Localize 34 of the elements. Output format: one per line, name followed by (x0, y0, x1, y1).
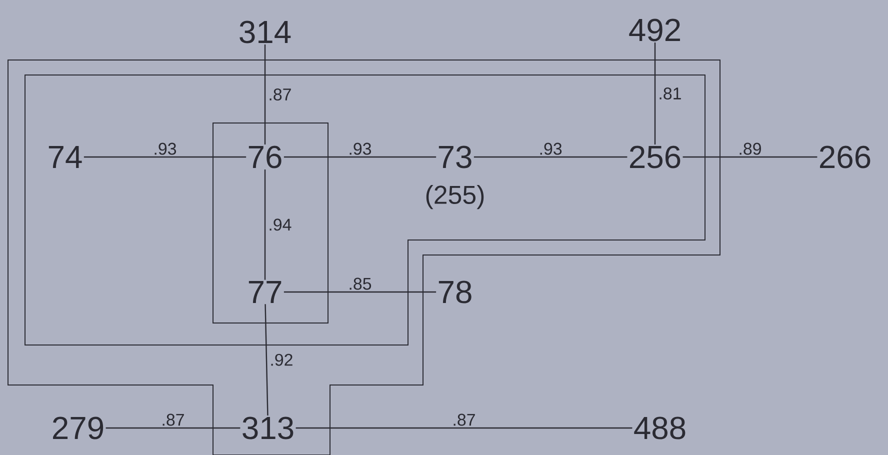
node-number: 256 (630, 146, 680, 168)
edge-label: .89 (737, 142, 763, 156)
connector-line (654, 42, 656, 144)
node-number: 77 (248, 281, 282, 303)
connector-line (284, 156, 436, 158)
connector-line (264, 169, 266, 280)
edge-label: .93 (347, 142, 373, 156)
edge-label: .93 (152, 142, 178, 156)
node-number: 78 (438, 280, 472, 304)
connector-line (474, 156, 628, 158)
node-number: 76 (248, 146, 282, 168)
edge-label: .87 (451, 412, 477, 427)
connector-line (264, 44, 266, 144)
node-number: 314 (240, 20, 291, 44)
node-number: 74 (48, 146, 82, 168)
node-number: 492 (629, 18, 680, 42)
edge-label: .87 (267, 88, 293, 102)
connector-line (296, 427, 632, 429)
connector-line (84, 156, 246, 158)
node-number: 488 (634, 416, 686, 440)
connector-line (106, 427, 240, 429)
connector-line (264, 304, 268, 416)
node-number: 73 (438, 146, 472, 168)
edge-label: .81 (657, 86, 683, 100)
node-number: 266 (820, 146, 870, 168)
edge-label: .87 (160, 412, 186, 427)
beside-label: (255) (426, 185, 484, 210)
edge-label: .94 (267, 218, 293, 232)
node-number: 279 (53, 416, 104, 440)
connector-line (284, 291, 436, 293)
edge-label: .85 (347, 276, 373, 291)
edge-label: .92 (268, 352, 294, 367)
node-number: 313 (242, 416, 294, 440)
connector-line (682, 156, 818, 158)
